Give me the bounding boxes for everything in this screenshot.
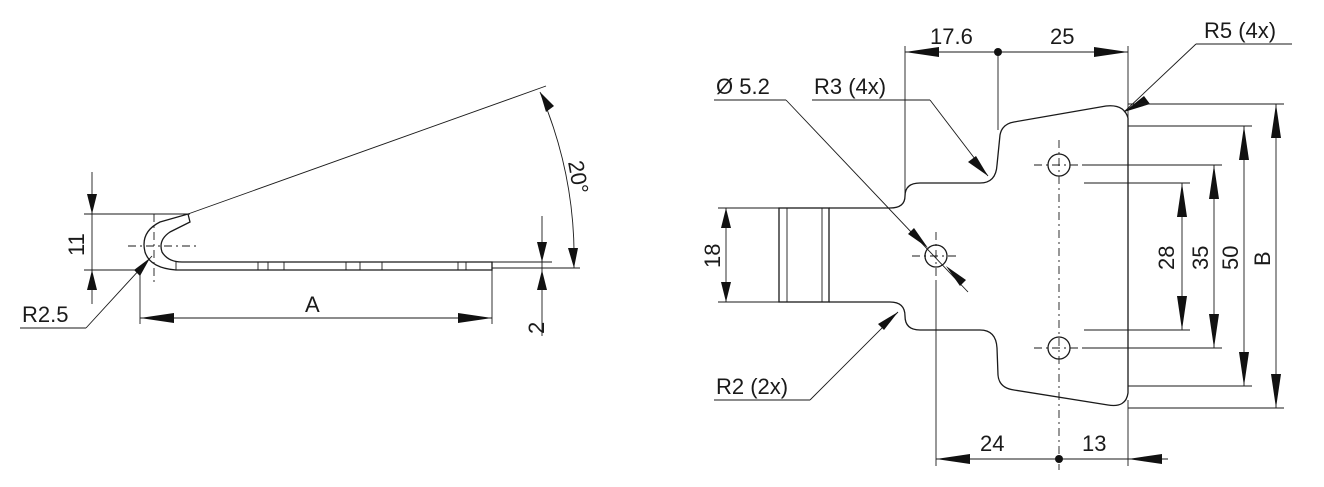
thickness-arrow-top xyxy=(537,242,547,262)
r3-arrow xyxy=(968,156,988,176)
dim-50-arrow-bottom xyxy=(1239,352,1249,386)
dim-24-label: 24 xyxy=(980,431,1004,456)
hole-diameter-arrow-out xyxy=(946,266,966,286)
r2-label: R2 (2x) xyxy=(716,374,788,399)
bend-radius-label: R2.5 xyxy=(22,302,68,327)
angle-arrow-top xyxy=(540,92,554,112)
dim-18-label: 18 xyxy=(700,244,725,268)
dim-176-arrow-left xyxy=(905,47,939,57)
height-arrow-top xyxy=(87,194,97,214)
dim-18-arrow-bottom xyxy=(721,282,731,302)
dim-24-arrow-left xyxy=(936,454,970,464)
length-label: A xyxy=(305,292,320,317)
dim-b-arrow-top xyxy=(1271,104,1281,138)
dim-50-arrow-top xyxy=(1239,126,1249,160)
dim-28-arrow-bottom xyxy=(1177,296,1187,330)
hinge-knuckle xyxy=(778,207,830,303)
dim-b-arrow-bottom xyxy=(1271,374,1281,408)
hole-diameter-label: Ø 5.2 xyxy=(716,74,770,99)
length-arrow-left xyxy=(140,313,174,323)
dim-18-arrow-top xyxy=(721,208,731,228)
height-label: 11 xyxy=(64,233,89,256)
dim-b-label: B xyxy=(1250,251,1275,266)
hole-diameter-arrow-in xyxy=(908,228,928,248)
r5-label: R5 (4x) xyxy=(1204,18,1276,43)
bend-radius-arrow xyxy=(134,258,150,276)
dim-13-arrow-right xyxy=(1128,454,1162,464)
r5-leader xyxy=(1123,43,1197,113)
dim-176-label: 17.6 xyxy=(930,24,973,49)
side-plate-outline xyxy=(143,213,493,271)
plate-slots xyxy=(257,262,467,270)
r2-arrow xyxy=(878,312,898,330)
angle-reference-line xyxy=(187,85,547,215)
dim-50-label: 50 xyxy=(1218,246,1243,270)
side-view: 20° 11 R2.5 A 2 xyxy=(20,85,593,336)
thickness-arrow-bottom xyxy=(537,270,547,290)
dim-24-dot xyxy=(1055,455,1063,463)
dim-35-label: 35 xyxy=(1188,246,1213,270)
angle-arrow-bottom xyxy=(568,248,578,268)
dim-25-arrow-right xyxy=(1094,47,1128,57)
dim-35-arrow-top xyxy=(1209,165,1219,199)
leaf-outline xyxy=(829,105,1129,407)
angle-label: 20° xyxy=(563,159,593,196)
length-arrow-right xyxy=(458,313,492,323)
dim-28-label: 28 xyxy=(1154,246,1179,270)
dim-25-label: 25 xyxy=(1050,24,1074,49)
r3-label: R3 (4x) xyxy=(814,74,886,99)
top-view: Ø 5.2 R3 (4x) 17.6 25 R5 (4x) 18 R2 (2x) xyxy=(700,18,1292,470)
dim-35-arrow-bottom xyxy=(1209,314,1219,348)
hole-diameter-leader xyxy=(785,99,969,293)
dim-176-dot xyxy=(994,48,1002,56)
dim-28-arrow-top xyxy=(1177,183,1187,217)
height-arrow-bottom xyxy=(87,270,97,290)
thickness-label: 2 xyxy=(524,322,549,334)
dim-13-label: 13 xyxy=(1082,431,1106,456)
